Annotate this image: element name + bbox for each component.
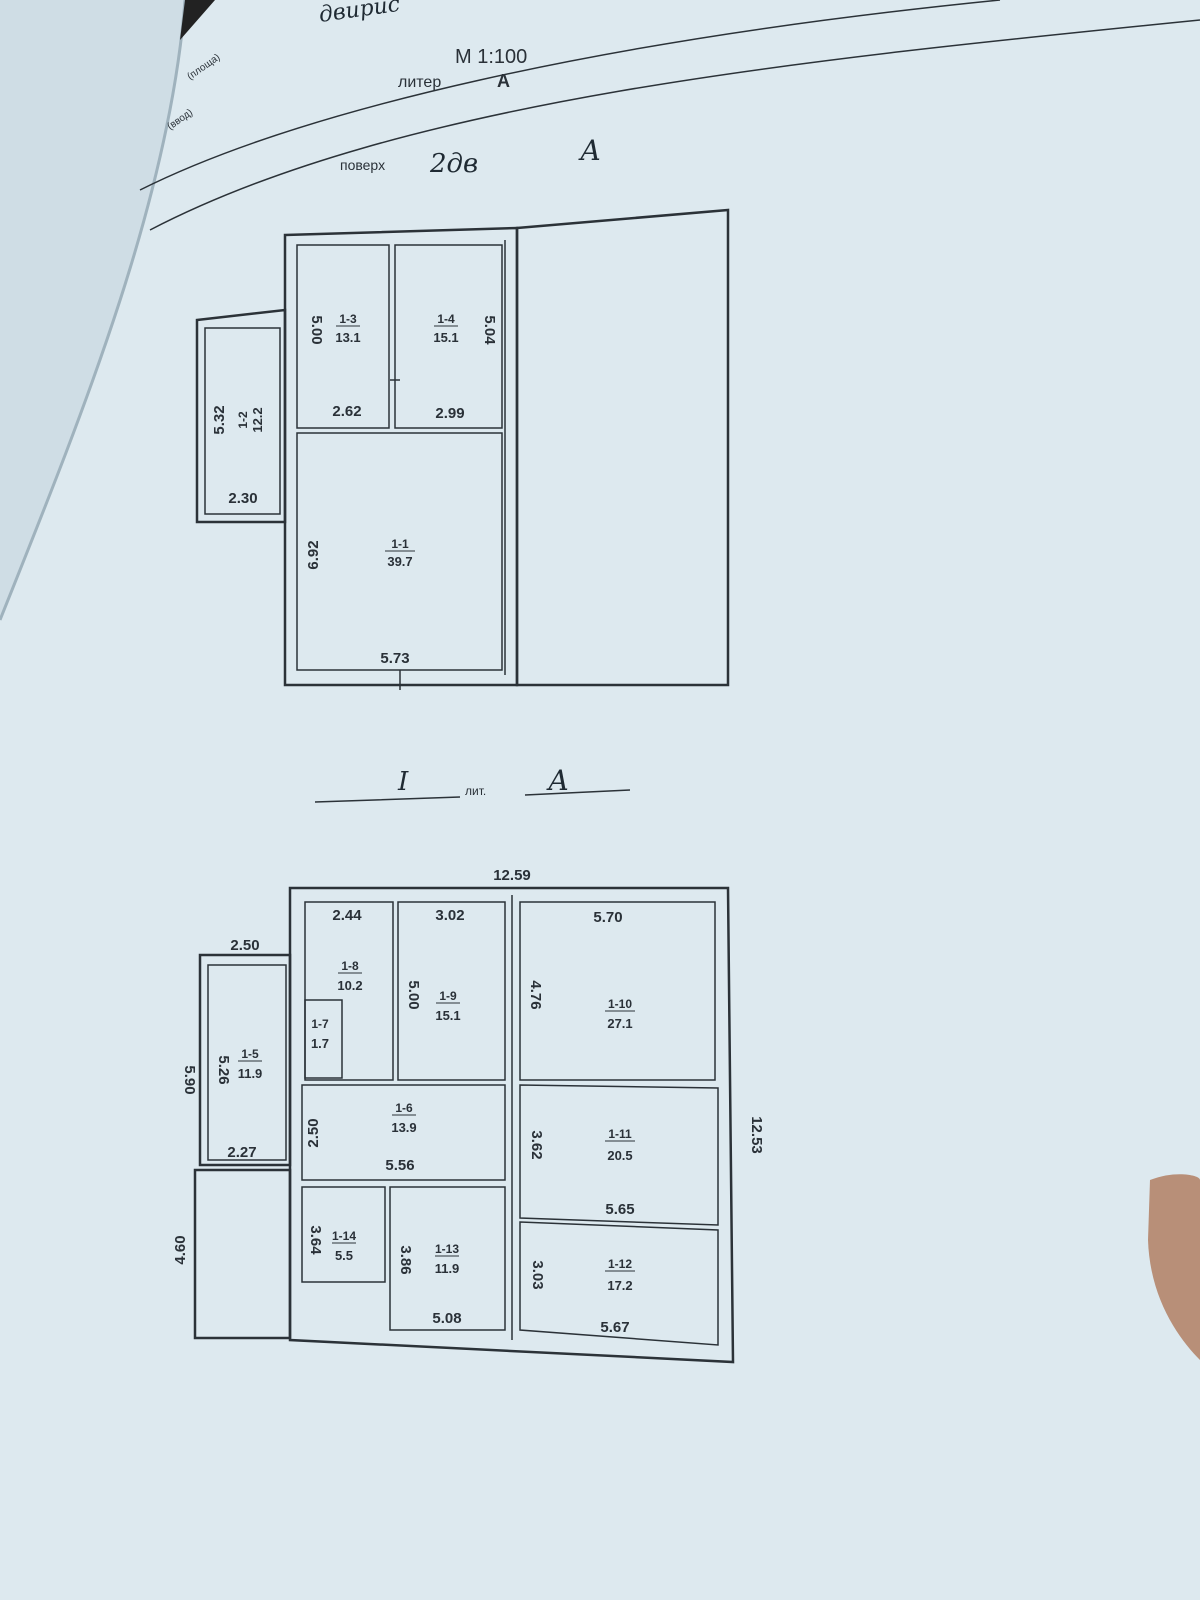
room-area: 20.5 xyxy=(607,1148,632,1163)
room-area: 15.1 xyxy=(433,330,458,345)
room-id: 1-9 xyxy=(439,989,457,1003)
dark-corner xyxy=(180,0,215,40)
form-line xyxy=(149,19,1200,231)
liter-value: А xyxy=(497,71,510,91)
dimension: 5.73 xyxy=(380,650,409,667)
room-area: 11.9 xyxy=(435,1261,460,1276)
room-1-10 xyxy=(519,901,716,1081)
room-id: 1-8 xyxy=(341,959,359,973)
room-id: 1-13 xyxy=(435,1242,459,1256)
label-underline xyxy=(314,789,631,803)
dimension: 3.64 xyxy=(307,1225,324,1255)
room-area: 15.1 xyxy=(435,1008,460,1023)
annex-length: 5.90 xyxy=(181,1065,198,1094)
room-1-13 xyxy=(389,1186,506,1331)
room-1-4 xyxy=(394,244,503,429)
dimension: 3.02 xyxy=(435,907,464,924)
handwritten-top: двирис xyxy=(317,0,401,28)
floor-liter: А xyxy=(578,134,601,167)
room-area: 5.5 xyxy=(335,1248,353,1263)
room-1-14 xyxy=(301,1186,386,1283)
left-page xyxy=(0,0,185,620)
dimension: 3.86 xyxy=(397,1245,414,1274)
room-id: 1-1 xyxy=(391,537,409,551)
room-area: 11.9 xyxy=(238,1066,263,1081)
room-1-7 xyxy=(304,999,343,1079)
dimension: 5.56 xyxy=(385,1157,414,1174)
upper-floor-plan xyxy=(195,208,730,690)
form-label: (площа) xyxy=(185,52,222,82)
overall-length: 12.53 xyxy=(748,1116,765,1154)
room-area: 17.2 xyxy=(607,1278,632,1293)
room-1-11 xyxy=(519,1084,719,1226)
dimension: 2.62 xyxy=(332,403,361,420)
form-line xyxy=(139,0,1001,191)
dimension: 5.26 xyxy=(215,1055,232,1084)
dimension: 2.99 xyxy=(435,405,464,422)
dimension: 5.08 xyxy=(432,1310,461,1327)
ground-liter: А xyxy=(546,764,569,797)
room-id: 1-14 xyxy=(332,1229,356,1243)
room-id: 1-4 xyxy=(437,312,455,326)
scale-label: М 1:100 xyxy=(455,46,527,68)
room-1-12 xyxy=(519,1221,719,1346)
room-area: 1.7 xyxy=(311,1036,329,1051)
dimension: 5.04 xyxy=(481,315,498,345)
dimension: 4.76 xyxy=(527,980,544,1009)
room-id: 1-7 xyxy=(311,1017,329,1031)
room-id: 1-10 xyxy=(608,997,632,1011)
finger xyxy=(1148,1174,1200,1360)
room-id: 1-6 xyxy=(395,1101,413,1115)
room-id: 1-5 xyxy=(241,1047,259,1061)
dimension: 5.65 xyxy=(605,1201,634,1218)
floor-handwritten: 2дв xyxy=(429,149,478,179)
room-1-9 xyxy=(397,901,506,1081)
room-id: 1-11 xyxy=(608,1127,632,1141)
dimension: 5.00 xyxy=(405,980,422,1009)
dimension: 6.92 xyxy=(305,540,322,569)
dimension: 2.44 xyxy=(332,907,362,924)
dimension: 5.70 xyxy=(593,909,622,926)
annex-width: 2.50 xyxy=(230,937,259,954)
room-1-8 xyxy=(304,901,394,1081)
ground-liter-label: лит. xyxy=(465,784,486,798)
room-area: 12.2 xyxy=(250,407,265,432)
room-area: 13.1 xyxy=(335,330,360,345)
lower-annex-length: 4.60 xyxy=(172,1235,189,1264)
room-id: 1-3 xyxy=(339,312,357,326)
dimension: 5.00 xyxy=(308,315,325,344)
room-area: 39.7 xyxy=(387,554,412,569)
room-1-3 xyxy=(296,244,390,429)
dimension: 2.27 xyxy=(227,1144,256,1161)
dimension: 3.03 xyxy=(529,1260,546,1289)
room-id: 1-2 xyxy=(236,411,250,429)
overall-width: 12.59 xyxy=(493,867,531,884)
room-area: 10.2 xyxy=(337,978,362,993)
page-edge xyxy=(0,0,187,621)
dimension: 5.67 xyxy=(600,1319,629,1336)
room-area: 13.9 xyxy=(391,1120,416,1135)
ground-floor-plan xyxy=(193,886,735,1364)
room-id: 1-12 xyxy=(608,1257,632,1271)
liter-label: литер xyxy=(398,74,441,91)
floor-label: поверх xyxy=(340,157,385,173)
room-area: 27.1 xyxy=(607,1016,632,1031)
dimension: 2.30 xyxy=(228,490,257,507)
dimension: 3.62 xyxy=(528,1130,545,1159)
room-1-6 xyxy=(301,1084,506,1181)
dimension: 2.50 xyxy=(305,1118,322,1147)
dimension: 5.32 xyxy=(211,405,228,434)
ground-floor-number: I xyxy=(397,767,409,797)
